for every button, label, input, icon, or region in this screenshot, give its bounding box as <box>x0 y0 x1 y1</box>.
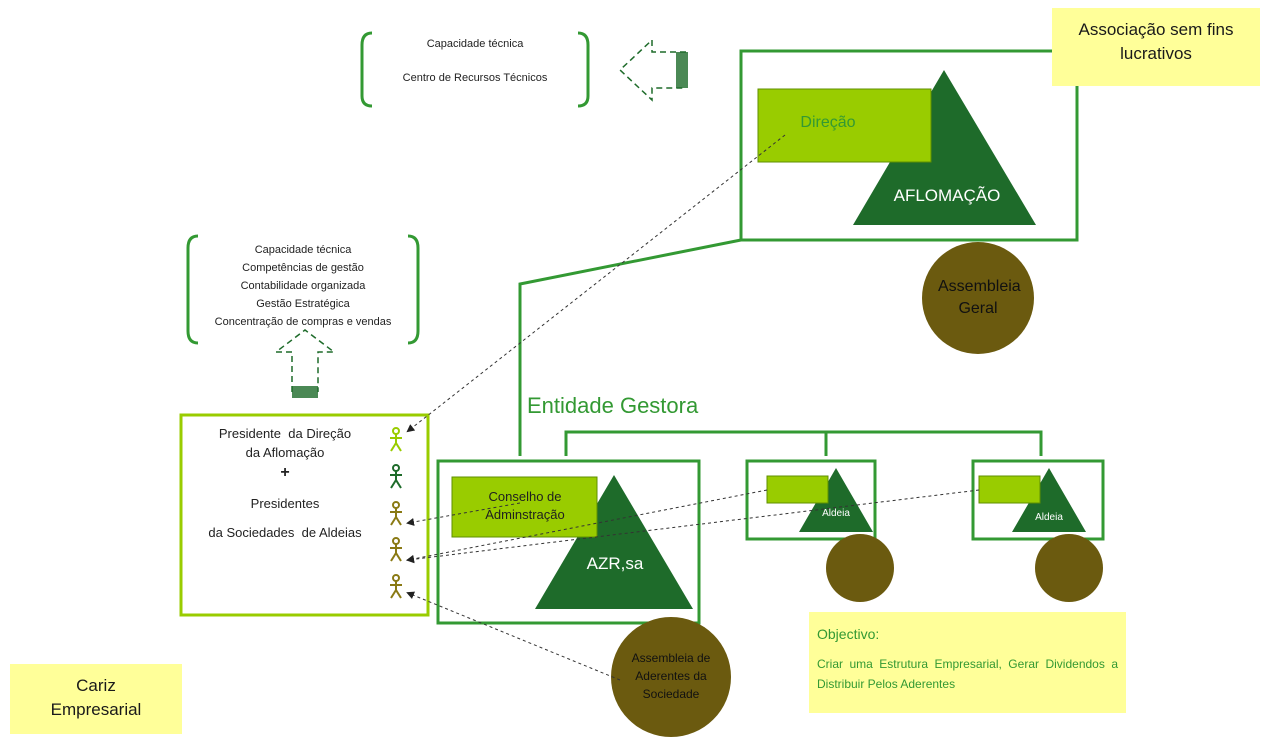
objective-text: Criar uma Estrutura Empresarial, Gerar D… <box>817 657 1118 691</box>
board-line-1: Presidente da Direção <box>218 426 352 441</box>
objective-note: Objectivo: Criar uma Estrutura Empresari… <box>809 612 1126 713</box>
aldeia-label-2: Aldeia <box>1035 512 1063 523</box>
entity-connector <box>564 430 1043 456</box>
aldeia-circle-1 <box>826 534 894 602</box>
mid-bracket-line-2: Competências de gestão <box>242 262 364 274</box>
aldeia-rect-1 <box>766 475 829 504</box>
person-icon-4 <box>390 537 402 562</box>
arrow-tail-pattern-2 <box>292 386 318 398</box>
azr-council-label: Conselho de Adminstração <box>485 489 565 522</box>
assembleia-geral-circle <box>922 242 1034 354</box>
mid-bracket-line-5: Concentração de compras e vendas <box>214 316 392 328</box>
aflomacao-connector <box>518 238 742 456</box>
person-icon-5 <box>390 574 402 599</box>
left-dashed-arrow <box>618 38 686 102</box>
top-note-label: Associação sem fins lucrativos <box>1078 20 1234 63</box>
aflomacao-box <box>739 49 1079 242</box>
assembleia-geral-label: Assembleia Geral <box>938 278 1021 317</box>
aldeia-box-1 <box>745 459 877 541</box>
aldeia-triangle-2 <box>1012 468 1086 532</box>
aldeia-rect-2 <box>978 475 1041 504</box>
person-icon-2 <box>390 464 402 489</box>
bottom-note: Cariz Empresarial <box>10 664 182 734</box>
mid-bracket-line-1: Capacidade técnica <box>254 244 352 256</box>
entity-label: Entidade Gestora <box>527 393 699 418</box>
top-bracket-right <box>577 31 590 108</box>
direcao-label: Direção <box>800 114 856 131</box>
direcao-box <box>757 88 932 163</box>
bottom-note-label: Cariz Empresarial <box>50 676 142 719</box>
top-bracket-left <box>360 31 373 108</box>
up-dashed-arrow <box>273 329 337 392</box>
board-line-2: da Aflomação <box>245 445 325 460</box>
mid-bracket-left <box>186 234 199 345</box>
top-bracket-text: Capacidade técnica Centro de Recursos Té… <box>372 38 578 84</box>
board-line-4: da Sociedades de Aldeias <box>208 525 362 540</box>
board-line-3: Presidentes <box>250 496 320 511</box>
aflomacao-label: AFLOMAÇÃO <box>893 186 1001 205</box>
aflomacao-triangle <box>853 70 1036 225</box>
dashed-links <box>406 134 980 681</box>
mid-bracket-line-4: Gestão Estratégica <box>256 298 350 310</box>
person-icon-1 <box>390 427 402 452</box>
azr-triangle <box>535 475 693 609</box>
mid-bracket-line-3: Contabilidade organizada <box>240 280 366 292</box>
azr-council-box <box>451 476 598 538</box>
arrow-tail-pattern <box>676 52 688 88</box>
mid-bracket-text: Capacidade técnica Competências de gestã… <box>188 241 418 331</box>
azr-box <box>436 459 701 625</box>
aldeia-box-2 <box>971 459 1105 541</box>
top-bracket-line-1: Capacidade técnica <box>426 38 524 50</box>
aldeia-label-1: Aldeia <box>822 508 850 519</box>
board-box <box>179 413 430 617</box>
top-bracket-line-2: Centro de Recursos Técnicos <box>402 72 548 84</box>
aldeia-circle-2 <box>1035 534 1103 602</box>
azr-assembly-label: Assembleia de Aderentes da Sociedade <box>631 651 711 701</box>
board-plus: + <box>280 464 290 481</box>
person-icon-3 <box>390 501 402 526</box>
aldeia-triangle-1 <box>799 468 873 532</box>
top-note: Associação sem fins lucrativos <box>1052 8 1260 86</box>
azr-assembly-circle <box>611 617 731 737</box>
objective-title: Objectivo: <box>817 626 880 642</box>
mid-bracket-right <box>407 234 420 345</box>
board-text: Presidente da Direção da Aflomação + Pre… <box>185 426 385 540</box>
azr-triangle-label: AZR,sa <box>586 554 644 573</box>
